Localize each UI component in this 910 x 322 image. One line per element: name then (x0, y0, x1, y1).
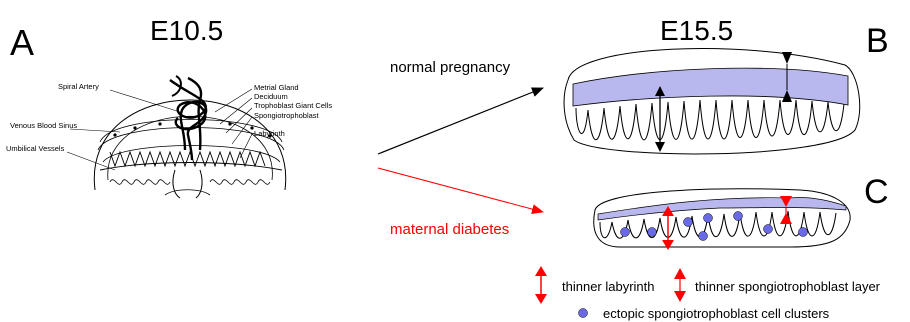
legend-thinner-labyrinth-icon (535, 266, 547, 304)
legend-ectopic-cluster-icon (579, 309, 588, 318)
arrow-normal-pregnancy (378, 88, 543, 154)
label-metrial-gland: Metrial Gland (254, 83, 299, 92)
anatomy-leader-lines (67, 89, 252, 170)
panel-letter-b: B (866, 22, 889, 60)
label-normal-pregnancy: normal pregnancy (390, 59, 511, 76)
label-deciduum: Deciduum (254, 92, 288, 101)
stage-title-e15-5: E15.5 (660, 15, 733, 46)
legend-thinner-labyrinth: thinner labyrinth (562, 279, 655, 294)
ectopic-cluster (704, 214, 713, 223)
legend-thinner-spongio: thinner spongiotrophoblast layer (695, 279, 881, 294)
label-spongiotrophoblast: Spongiotrophoblast (254, 111, 320, 120)
ectopic-cluster (734, 212, 743, 221)
label-trophoblast-giant-cells: Trophoblast Giant Cells (254, 101, 332, 110)
ectopic-cluster (621, 228, 630, 237)
ectopic-cluster (648, 228, 657, 237)
ectopic-cluster (699, 232, 708, 241)
label-umbilical-vessels: Umbilical Vessels (6, 144, 65, 153)
ectopic-cluster (684, 218, 693, 227)
panel-letter-c: C (864, 173, 889, 211)
legend-ectopic-clusters: ectopic spongiotrophoblast cell clusters (603, 306, 830, 321)
ectopic-cluster (764, 225, 773, 234)
e15-5-normal-placenta (564, 49, 860, 154)
legend-thinner-spongio-icon (674, 268, 686, 302)
label-labyrinth: Labyrinth (254, 129, 285, 138)
label-venous-blood-sinus: Venous Blood Sinus (10, 121, 77, 130)
label-maternal-diabetes: maternal diabetes (390, 221, 509, 238)
legend: thinner labyrinth thinner spongiotrophob… (535, 266, 881, 321)
panel-letter-a: A (10, 22, 34, 63)
arrow-maternal-diabetes (378, 168, 543, 212)
e15-5-diabetic-placenta (594, 189, 850, 250)
stage-title-e10-5: E10.5 (150, 15, 223, 46)
ectopic-cluster (799, 228, 808, 237)
label-spiral-artery: Spiral Artery (58, 82, 99, 91)
